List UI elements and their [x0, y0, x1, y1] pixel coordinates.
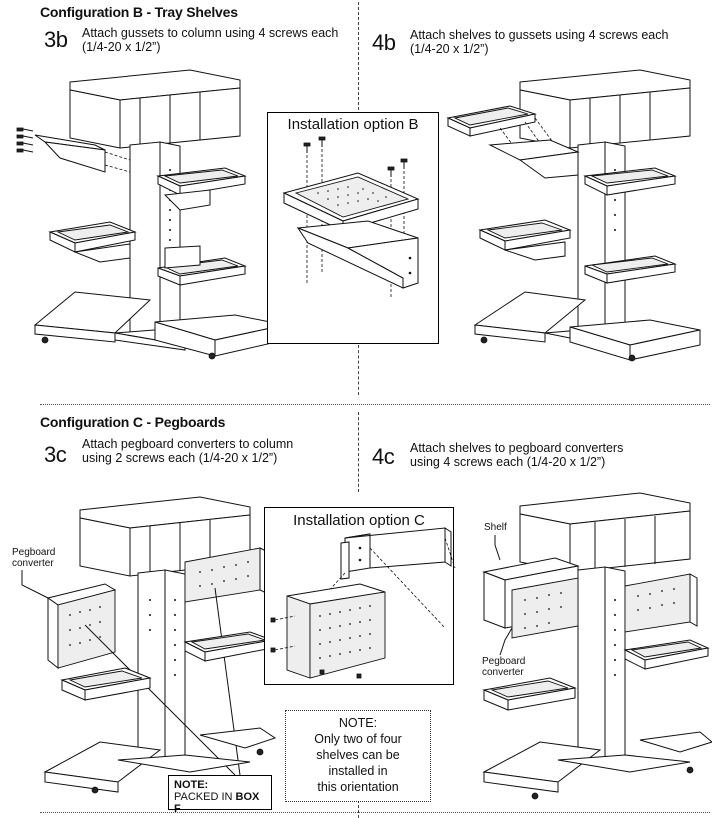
vertical-divider-bottom [358, 412, 359, 492]
label-pegboard-converter-4c: Pegboard converter [482, 656, 525, 678]
step-4b-number: 4b [372, 30, 396, 55]
note-packed-box: BOX F [174, 791, 260, 815]
installation-option-c-callout: Installation option C [264, 507, 456, 685]
installation-option-b-drawing [282, 136, 420, 298]
note-orientation-line5: this orientation [317, 780, 399, 794]
vertical-divider-top-lower [358, 345, 359, 395]
note-orientation-line3: shelves can be [316, 748, 400, 762]
step-3c-text-line1: Attach pegboard converters to column [82, 437, 294, 451]
label-pegboard-converter-4c-line1: Pegboard [482, 656, 526, 667]
step-3b-text-line2: (1/4-20 x 1/2”) [82, 40, 161, 54]
installation-option-b-title: Installation option B [287, 116, 419, 133]
note-orientation-line2: Only two of four [314, 732, 402, 746]
step-4b-text-line2: (1/4-20 x 1/2”) [410, 42, 489, 56]
config-b-title: Configuration B - Tray Shelves [40, 4, 238, 20]
label-pegboard-converter-3c-line1: Pegboard [12, 547, 56, 558]
note-packed-box-f: NOTE: PACKED IN BOX F [168, 775, 272, 815]
label-pegboard-converter-3c-line2: converter [12, 558, 54, 569]
label-shelf: Shelf [484, 522, 507, 533]
note-packed-heading: NOTE: [174, 779, 209, 791]
step-3b-text: Attach gussets to column using 4 screws … [82, 26, 338, 54]
vertical-divider-top [358, 2, 359, 110]
installation-option-c-drawing [270, 527, 456, 679]
note-orientation-line1: NOTE: [338, 716, 378, 730]
vertical-divider-bottom-lower [358, 800, 359, 818]
step-4c-text: Attach shelves to pegboard converters us… [410, 441, 623, 469]
step-4b-text: Attach shelves to gussets using 4 screws… [410, 28, 668, 56]
note-orientation-callout: NOTE: Only two of four shelves can be in… [285, 710, 431, 802]
label-pegboard-converter-3c: Pegboard converter [12, 547, 55, 569]
step-4c-text-line2: using 4 screws each (1/4-20 x 1/2”) [410, 455, 606, 469]
note-packed-text: PACKED IN BOX F [174, 791, 266, 815]
label-pegboard-converter-4c-line2: converter [482, 667, 524, 678]
horizontal-divider-bottom [40, 812, 710, 813]
step-4b-text-line1: Attach shelves to gussets using 4 screws… [410, 28, 669, 42]
step-3c-text-line2: using 2 screws each (1/4-20 x 1/2”) [82, 451, 278, 465]
config-c-title: Configuration C - Pegboards [40, 414, 226, 430]
note-orientation-line4: installed in [328, 764, 388, 778]
installation-option-c-title: Installation option C [293, 512, 425, 529]
step-4c-number: 4c [372, 444, 395, 469]
step-4c-text-line1: Attach shelves to pegboard converters [410, 441, 624, 455]
installation-option-b-callout: Installation option B [267, 112, 439, 344]
horizontal-divider-middle [40, 404, 710, 405]
step-3c-text: Attach pegboard converters to column usi… [82, 437, 293, 465]
step-3b-number: 3b [44, 27, 68, 52]
step-3c-number: 3c [44, 442, 67, 467]
note-packed-prefix: PACKED IN [174, 791, 236, 803]
step-3b-text-line1: Attach gussets to column using 4 screws … [82, 26, 339, 40]
